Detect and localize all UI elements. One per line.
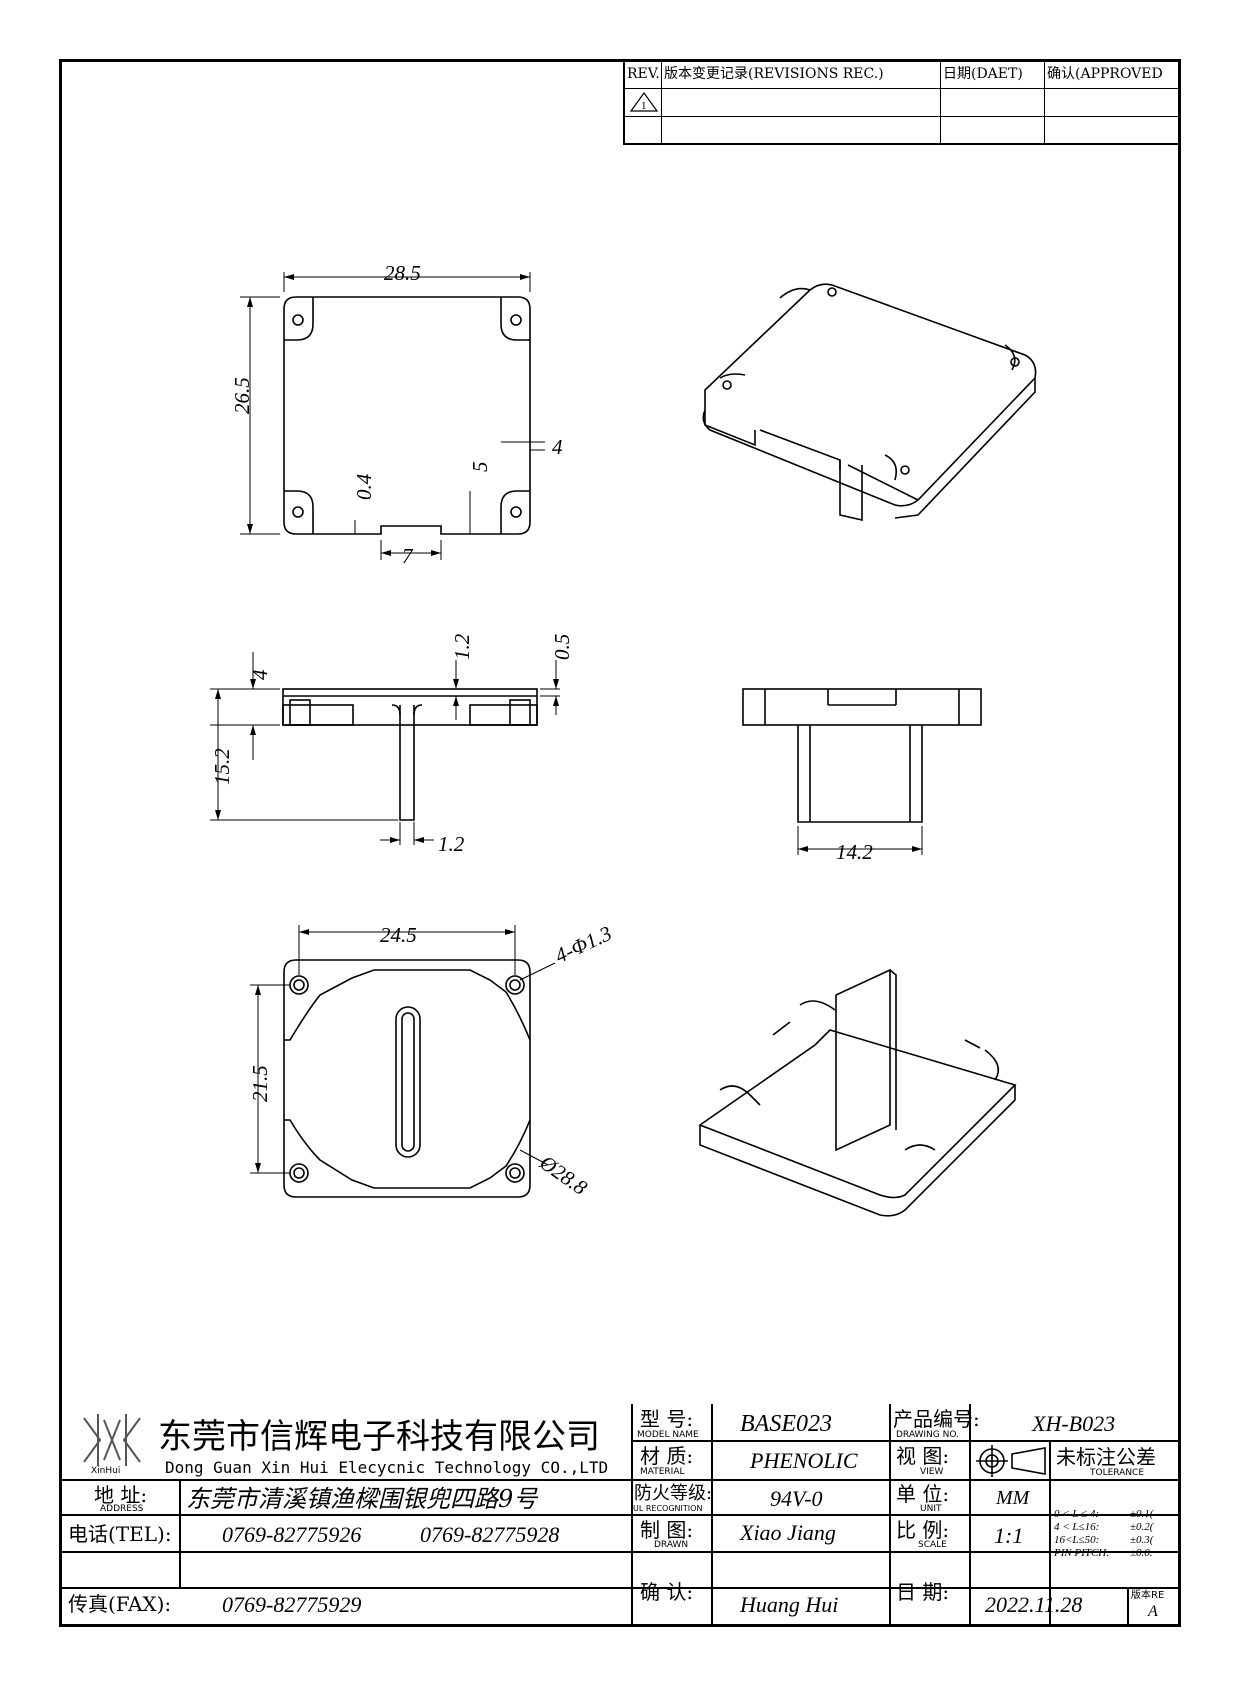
top-view: [240, 272, 545, 560]
drawing-frame: [59, 59, 1181, 1627]
tolerance-list: 0 < L ≤ 4:±0.1( 4 < L≤16:±0.2( 16<L≤50:±…: [1054, 1508, 1176, 1560]
address-sublabel: ADDRESS: [100, 1504, 144, 1514]
unit-value: MM: [996, 1487, 1030, 1509]
ul-sublabel: UL RECOGNITION: [633, 1504, 703, 1513]
model-value: BASE023: [740, 1411, 832, 1437]
check-value: Huang Hui: [740, 1592, 839, 1617]
company-name-en: Dong Guan Xin Hui Elecycnic Technology C…: [165, 1458, 609, 1477]
side-view: [210, 652, 560, 845]
tolerance-sublabel: TOLERANCE: [1090, 1468, 1145, 1478]
material-label: 材 质:: [640, 1444, 694, 1468]
unit-sublabel: UNIT: [920, 1504, 942, 1514]
ul-value: 94V-0: [770, 1486, 823, 1511]
version-value: A: [1148, 1603, 1158, 1620]
address-value: 东莞市清溪镇渔樑围银兜四路9号: [186, 1485, 538, 1513]
dim-notch: 4: [552, 435, 563, 459]
drawing-no-value: XH-B023: [1032, 1411, 1116, 1436]
tel-2: 0769-82775928: [420, 1522, 560, 1547]
iso-bottom-view: [698, 968, 1017, 1217]
version-label: 版本RE: [1131, 1590, 1165, 1601]
dim-side-pin: 1.2: [438, 832, 465, 856]
approved-header: 确认(APPROVED: [1045, 61, 1181, 89]
view-sublabel: VIEW: [920, 1467, 944, 1477]
rev-header: REV.: [625, 61, 662, 89]
ul-label: 防火等级:: [634, 1483, 713, 1504]
dim-front-width: 14.2: [836, 840, 873, 864]
dim-bottom-width: 24.5: [380, 923, 417, 947]
unit-label: 单 位:: [896, 1482, 950, 1506]
date-label: 日 期:: [896, 1580, 950, 1604]
check-label: 确 认:: [640, 1580, 694, 1604]
drawn-sublabel: DRAWN: [654, 1540, 689, 1550]
svg-text:1: 1: [641, 100, 647, 112]
date-header: 日期(DAET): [941, 61, 1045, 89]
tolerance-title: 未标注公差: [1056, 1445, 1156, 1469]
dim-top-height: 26.5: [230, 377, 254, 414]
date-value: 2022.11.28: [985, 1592, 1083, 1617]
dim-side-1-2: 1.2: [450, 633, 474, 660]
logo-text: XinHui: [91, 1466, 121, 1476]
drawing-no-label: 产品编号:: [893, 1407, 980, 1431]
dim-side-0-5: 0.5: [550, 633, 574, 660]
dim-slot: 7: [402, 544, 413, 568]
dim-bottom-height: 21.5: [248, 1065, 272, 1102]
tel-1: 0769-82775926: [222, 1522, 362, 1547]
tel-label: 电话(TEL):: [68, 1522, 172, 1546]
revision-table: REV. 版本变更记录(REVISIONS REC.) 日期(DAET) 确认(…: [623, 61, 1181, 145]
bottom-view: [250, 925, 556, 1198]
rev-mark-cell: 1: [625, 89, 662, 117]
dim-side-total: 15.2: [210, 748, 234, 785]
model-label: 型 号:: [640, 1407, 694, 1431]
dim-depth-5: 5: [468, 461, 492, 473]
model-sublabel: MODEL NAME: [637, 1430, 699, 1440]
drawing-no-sublabel: DRAWING NO.: [896, 1430, 959, 1440]
scale-value: 1:1: [994, 1523, 1024, 1548]
iso-top-view: [702, 283, 1037, 522]
revisions-header: 版本变更记录(REVISIONS REC.): [662, 61, 941, 89]
drawn-value: Xiao Jiang: [740, 1520, 836, 1545]
tolerance-row: 16<L≤50:±0.3(: [1054, 1534, 1154, 1546]
material-sublabel: MATERIAL: [640, 1467, 685, 1477]
scale-label: 比 例:: [896, 1518, 950, 1542]
company-name-cn: 东莞市信辉电子科技有限公司: [158, 1417, 600, 1457]
drawn-label: 制 图:: [640, 1518, 694, 1542]
fax-label: 传真(FAX):: [68, 1592, 172, 1616]
address-label: 地 址:: [94, 1483, 148, 1507]
tolerance-row: 0 < L ≤ 4:±0.1(: [1054, 1508, 1154, 1520]
view-projection-icon: [976, 1445, 1046, 1477]
company-logo-icon: [83, 1414, 141, 1466]
scale-sublabel: SCALE: [918, 1540, 947, 1550]
front-view: [742, 688, 982, 855]
view-label: 视 图:: [896, 1444, 950, 1468]
tolerance-row: PIN PITCH:±0.0.: [1054, 1547, 1153, 1559]
dim-side-4: 4: [248, 669, 272, 681]
revision-triangle-icon: 1: [629, 91, 659, 112]
dim-gap: 0.4: [352, 473, 376, 500]
fax-value: 0769-82775929: [222, 1592, 362, 1617]
dim-top-width: 28.5: [384, 261, 421, 285]
tolerance-row: 4 < L≤16:±0.2(: [1054, 1521, 1154, 1533]
material-value: PHENOLIC: [750, 1448, 858, 1473]
